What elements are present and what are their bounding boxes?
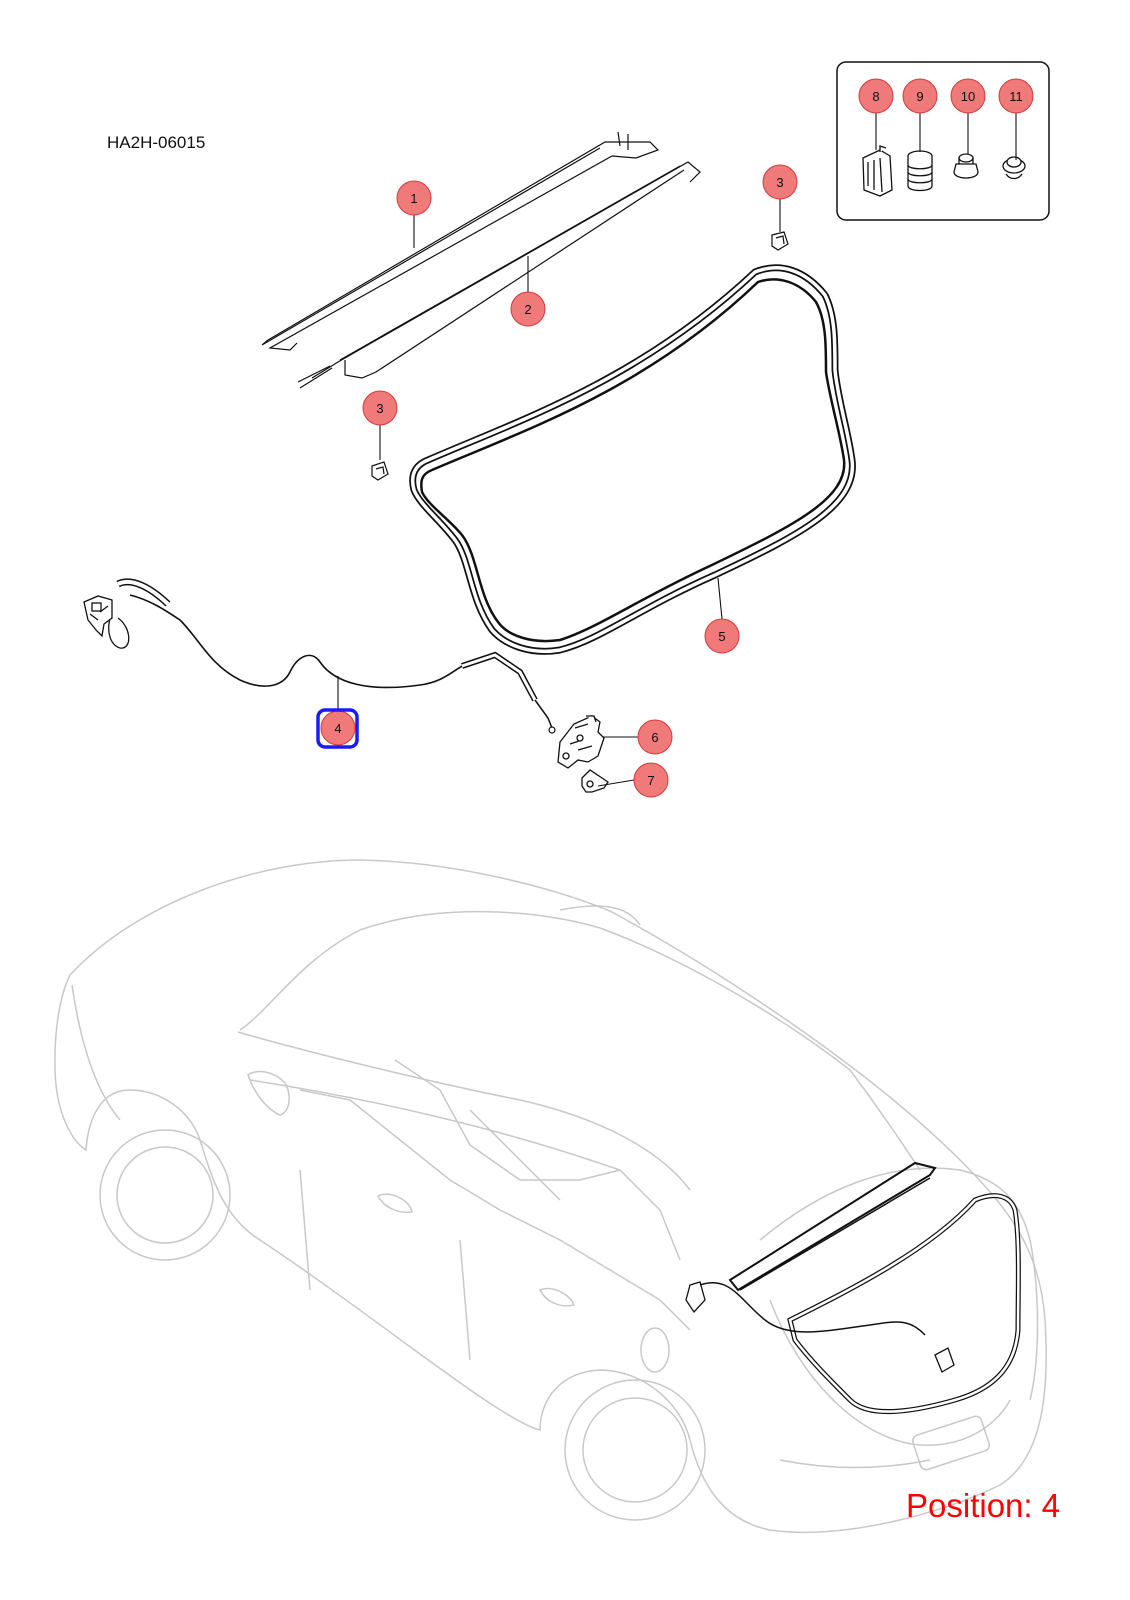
selected-callout-highlight (316, 708, 359, 749)
trunk-striker[interactable] (581, 769, 609, 793)
callout-10[interactable]: 10 (950, 78, 986, 114)
diagram-code: HA2H-06015 (107, 133, 206, 152)
callout-5[interactable]: 5 (704, 618, 740, 654)
callout-7[interactable]: 7 (633, 762, 669, 798)
callout-2-label: 2 (524, 302, 531, 317)
part-8-bumper[interactable] (862, 145, 893, 197)
trunk-rod-1[interactable] (261, 131, 660, 351)
trunk-latch[interactable] (557, 715, 605, 769)
callout-4[interactable]: 4 (316, 708, 359, 749)
callout-8-label: 8 (872, 89, 879, 104)
trunk-weatherstrip[interactable] (409, 264, 856, 655)
callout-1[interactable]: 1 (396, 180, 432, 216)
callout-10-label: 10 (961, 89, 975, 104)
callout-9[interactable]: 9 (902, 78, 938, 114)
part-9-bumper[interactable] (907, 150, 933, 192)
callout-6[interactable]: 6 (637, 719, 673, 755)
car-outline (54, 859, 1047, 1533)
callout-4-label: 4 (334, 721, 341, 736)
trunk-rod-2[interactable] (297, 161, 701, 389)
release-handle[interactable] (83, 595, 113, 638)
callout-6-label: 6 (651, 730, 658, 745)
clip-3-lower[interactable] (371, 461, 389, 481)
callout-3-lower[interactable]: 3 (362, 390, 398, 426)
leader-lines (337, 113, 1017, 787)
part-10-bumper[interactable] (953, 153, 979, 179)
callout-8[interactable]: 8 (858, 78, 894, 114)
callout-3-upper-label: 3 (776, 175, 783, 190)
callout-11-label: 11 (1009, 89, 1023, 104)
callout-11[interactable]: 11 (998, 78, 1034, 114)
callout-5-label: 5 (718, 629, 725, 644)
callout-3-lower-label: 3 (376, 401, 383, 416)
callout-9-label: 9 (916, 89, 923, 104)
clip-3-upper[interactable] (771, 231, 789, 251)
part-11-bumper[interactable] (1002, 156, 1026, 180)
installed-parts (685, 1161, 1021, 1414)
small-parts-inset-box (836, 61, 1050, 221)
callout-7-label: 7 (647, 773, 654, 788)
trunk-release-cable[interactable] (108, 578, 556, 734)
position-label: Position: 4 (906, 1487, 1061, 1524)
callout-3-upper[interactable]: 3 (762, 164, 798, 200)
callout-2[interactable]: 2 (510, 291, 546, 327)
callout-1-label: 1 (410, 191, 417, 206)
